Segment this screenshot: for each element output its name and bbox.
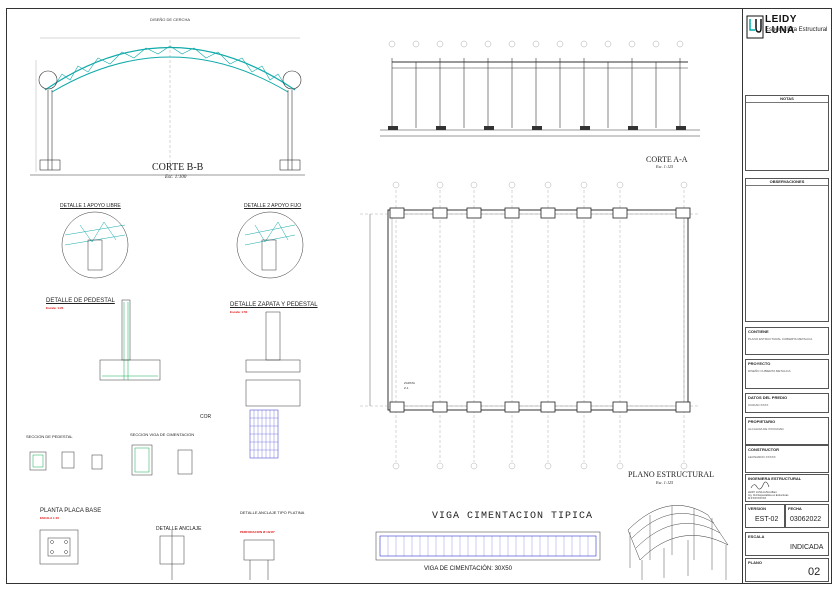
cor-label: COR [200, 414, 212, 420]
detalle1-title: DETALLE 1 APOYO LIBRE [60, 203, 121, 209]
observaciones-box: OBSERVACIONES [745, 178, 829, 322]
corte-bb-drawing [30, 37, 305, 176]
propietario-value: ALCALDIA DE XXCIUDAD [748, 427, 784, 431]
brand-subtitle: Especialista Estructural [765, 27, 828, 33]
seccion-pedestal-title: SECCION DE PEDESTAL [26, 434, 73, 439]
plano-estructural-title: PLANO ESTRUCTURAL [628, 470, 715, 479]
signature-icon [750, 481, 770, 490]
datos-predio-row: DATOS DEL PREDIO CIUDAD XXXX [745, 393, 829, 413]
title-block [742, 8, 832, 584]
datos-predio-label: DATOS DEL PREDIO [748, 395, 788, 400]
version-value: EST-02 [755, 516, 779, 523]
detalle-zapata-drawing [245, 311, 301, 459]
plano-estructural-scale: Esc. 1:125 [656, 480, 674, 485]
detalle-anclaje-platina-title: DETALLE ANCLAJE TIPO PLATINA [240, 510, 305, 515]
viga-cimentacion-drawing [375, 531, 601, 561]
proyecto-row: PROYECTO DISEÑO CUBIERTA METALICA [745, 359, 829, 389]
propietario-row: PROPIETARIO ALCALDIA DE XXCIUDAD [745, 417, 829, 445]
corte-aa-scale: Esc. 1:125 [656, 164, 674, 169]
fecha-value: 03062022 [790, 516, 822, 523]
corte-bb-title: CORTE B-B [152, 162, 204, 173]
detalle-pedestal-title: DETALLE DE PEDESTAL [46, 298, 115, 304]
constructor-row: CONSTRUCTOR LEONARDO XXXXX [745, 445, 829, 473]
secciones-drawing [29, 444, 275, 580]
zapata-code: Z-1 [404, 386, 409, 390]
proyecto-value: DISEÑO CUBIERTA METALICA [748, 369, 791, 373]
brand-name: LEIDY LUNA [765, 14, 797, 36]
detalle-pedestal-drawing [99, 299, 161, 381]
viga-cimentacion-title: VIGA CIMENTACION TIPICA [432, 511, 594, 522]
detalle-anclaje-title: DETALLE ANCLAJE [156, 526, 202, 532]
ingeniero-line-3: M.P.XXXXXXXX [748, 497, 767, 500]
detalle-zapata-scale: Escala: 1:50 [230, 310, 248, 314]
detalle2-title: DETALLE 2 APOYO FIJO [244, 203, 302, 209]
detalle-apoyos-drawing [61, 211, 304, 279]
ingeniero-line-1: LEIDY LUNA LUNA Alfaro [748, 491, 777, 494]
corte-bb-scale: Esc. 1:100 [165, 175, 187, 180]
truss-title: DISEÑO DE CERCHA [150, 17, 191, 22]
escala-value: INDICADA [790, 544, 824, 551]
propietario-label: PROPIETARIO [748, 419, 776, 424]
escala-label: ESCALA [748, 534, 765, 539]
contiene-value: PLANO ESTRUCTURAL CUBIERTA METALICA [748, 337, 813, 341]
cubierta-3d-drawing [627, 505, 729, 580]
contiene-row: CONTIENE PLANO ESTRUCTURAL CUBIERTA META… [745, 327, 829, 355]
planta-placa-title: PLANTA PLACA BASE [40, 508, 102, 514]
notas-header: NOTAS [746, 96, 828, 103]
drawing-sheet [6, 8, 832, 584]
seccion-viga-title: SECCION VIGA DE CIMENTACION [130, 432, 195, 437]
perforacion-label: PERFORACION Ø 13/16" [240, 530, 276, 534]
datos-predio-value: CIUDAD XXXX [748, 403, 769, 407]
plano-label: PLANO [748, 560, 762, 565]
viga-cimentacion-dim: VIGA DE CIMENTACIÓN: 30X50 [424, 566, 512, 572]
zapata-label: ZAPATA [404, 381, 416, 385]
ingeniero-line-2: Ing. Civil Especialista en Estructuras [748, 494, 789, 497]
contiene-label: CONTIENE [748, 329, 769, 334]
ingeniero-label: INGENIERA ESTRUCTURAL [748, 476, 802, 481]
observaciones-header: OBSERVACIONES [746, 179, 828, 186]
corte-aa-title: CORTE A-A [646, 155, 688, 164]
constructor-value: LEONARDO XXXXX [748, 455, 776, 459]
plano-estructural-drawing [360, 181, 700, 470]
planta-placa-scale: ESCALA 1:15 [40, 516, 60, 520]
plano-row: PLANO 02 [745, 558, 829, 582]
fecha-row: FECHA 03062022 [785, 504, 829, 528]
lu-monogram-icon [746, 15, 764, 39]
corte-aa-drawing [380, 40, 700, 137]
ingeniero-row: INGENIERA ESTRUCTURAL LEIDY LUNA LUNA Al… [745, 474, 829, 502]
detalle-pedestal-scale: Escala: 1:20 [46, 306, 64, 310]
proyecto-label: PROYECTO [748, 361, 771, 366]
constructor-label: CONSTRUCTOR [748, 447, 780, 452]
version-label: VERSION [748, 506, 767, 511]
detalle-zapata-title: DETALLE ZAPATA Y PEDESTAL [230, 302, 318, 308]
brand-logo: LEIDY LUNA Especialista Estructural [745, 12, 829, 46]
plano-value: 02 [808, 566, 821, 578]
fecha-label: FECHA [788, 506, 802, 511]
escala-row: ESCALA INDICADA [745, 532, 829, 556]
notas-box: NOTAS [745, 95, 829, 171]
version-row: VERSION EST-02 [745, 504, 785, 528]
